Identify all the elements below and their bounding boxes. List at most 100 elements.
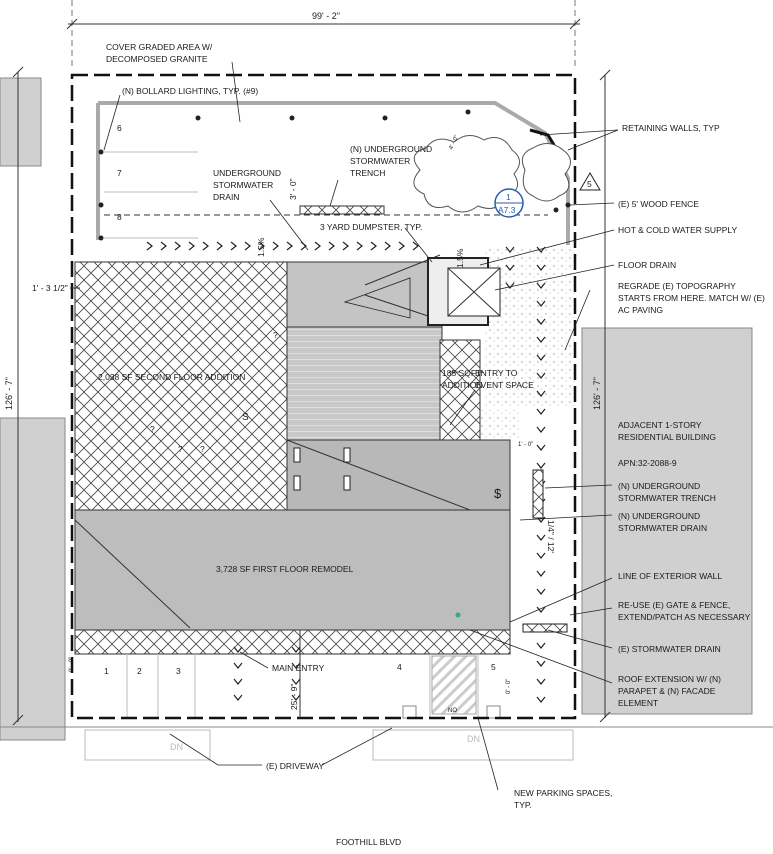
q-mark: ?	[273, 330, 278, 340]
leader-lines	[103, 61, 619, 791]
flow-arrow	[188, 241, 195, 251]
label-apn: APN:32-2088-9	[618, 458, 677, 468]
label-street: FOOTHILL BLVD	[336, 837, 401, 847]
flow-arrow	[233, 662, 243, 669]
dim-small-2: 0' - 0"	[506, 679, 512, 694]
roof-ridge-1	[74, 519, 191, 629]
rear-stall-number: 8	[117, 212, 122, 222]
flow-arrow	[536, 426, 546, 433]
label-entry-event: EVENT SPACE	[475, 380, 534, 390]
label-regrade: REGRADE (E) TOPOGRAPHY	[618, 281, 736, 291]
dn-right: DN	[467, 734, 480, 744]
flow-arrow	[216, 241, 223, 251]
drainage-arrows	[146, 241, 546, 703]
dim-height-right: 126' - 7"	[592, 377, 602, 410]
dn-left: DN	[170, 742, 183, 752]
label-reuse-gate: EXTEND/PATCH AS NECESSARY	[618, 612, 751, 622]
front-stall-number: 3	[176, 666, 181, 676]
flow-arrow	[536, 372, 546, 379]
flow-arrow	[505, 282, 515, 289]
front-stall-number: 2	[137, 666, 142, 676]
building-mid	[286, 439, 511, 511]
flow-arrow	[536, 588, 546, 595]
flow-arrow	[505, 264, 515, 271]
flow-arrow	[160, 241, 167, 251]
flow-arrow	[244, 241, 251, 251]
skylights	[293, 447, 351, 491]
flow-arrow	[146, 241, 153, 251]
slope-c: 1/4" / 12'	[546, 520, 556, 553]
rear-stall-number: 6	[117, 123, 122, 133]
second-floor-addition	[74, 261, 288, 511]
flow-arrow	[536, 354, 546, 361]
flow-arrow	[505, 246, 515, 253]
driveway-curb-left	[84, 729, 211, 761]
flow-arrow	[536, 642, 546, 649]
label-trench-top: (N) UNDERGROUND	[350, 144, 432, 154]
addition-185	[439, 339, 481, 441]
flow-arrow	[258, 241, 265, 251]
flow-arrow	[536, 444, 546, 451]
label-drain-right: STORMWATER DRAIN	[618, 523, 707, 533]
trench-right	[532, 469, 544, 519]
label-new-parking: TYP.	[514, 800, 532, 810]
label-water-supply: HOT & COLD WATER SUPPLY	[618, 225, 738, 235]
roof-ridge-2	[286, 439, 471, 511]
front-stall-number: 1	[104, 666, 109, 676]
flow-arrow	[233, 694, 243, 701]
front-stall-number: 4	[397, 662, 402, 672]
label-trench-right: STORMWATER TRENCH	[618, 493, 716, 503]
label-retaining-walls: RETAINING WALLS, TYP	[622, 123, 720, 133]
rear-parking: 6 7 8	[104, 123, 198, 239]
rear-stall-number: 7	[117, 168, 122, 178]
label-addition: ADDITION	[442, 380, 483, 390]
label-regrade: STARTS FROM HERE. MATCH W/ (E)	[618, 293, 765, 303]
label-first-floor: 3,728 SF FIRST FLOOR REMODEL	[216, 564, 354, 574]
label-adjacent: ADJACENT 1-STORY	[618, 420, 702, 430]
flow-arrow	[536, 408, 546, 415]
dim-height-left: 126' - 7"	[4, 377, 14, 410]
flow-arrow	[291, 678, 301, 685]
dollar-mark: $	[494, 486, 502, 501]
label-new-parking: NEW PARKING SPACES,	[514, 788, 612, 798]
no-parking-text: NO	[448, 708, 457, 714]
q-mark: ?	[178, 444, 183, 454]
dim-small-1: 0' - 0"	[69, 657, 75, 672]
flow-arrow	[272, 241, 279, 251]
flow-arrow	[412, 241, 419, 251]
label-e-drain: (E) STORMWATER DRAIN	[618, 644, 721, 654]
dim-small-3: 1' - 0"	[518, 442, 533, 448]
label-roof-extension: ROOF EXTENSION W/ (N)	[618, 674, 721, 684]
label-adjacent: RESIDENTIAL BUILDING	[618, 432, 716, 442]
flow-arrow	[291, 662, 301, 669]
flow-arrow	[342, 241, 349, 251]
detail-number: 1	[506, 192, 511, 202]
flow-arrow	[536, 570, 546, 577]
flow-arrow	[202, 241, 209, 251]
driveway-curb-right	[372, 729, 574, 761]
neighbor-lot-left-bottom	[0, 417, 66, 741]
front-parking: 1 2 3 4 5 NO	[104, 654, 501, 719]
label-drain-right: (N) UNDERGROUND	[618, 511, 700, 521]
stormwater-drain-grate	[522, 623, 568, 633]
flow-arrow	[314, 241, 321, 251]
label-exterior-wall: LINE OF EXTERIOR WALL	[618, 571, 722, 581]
flow-arrow	[370, 241, 377, 251]
label-reuse-gate: RE-USE (E) GATE & FENCE,	[618, 600, 730, 610]
flow-arrow	[356, 241, 363, 251]
flow-arrow	[536, 264, 546, 271]
dim-front-setback: 25' - 9"	[289, 684, 299, 710]
flow-arrow	[384, 241, 391, 251]
tag-5: 5	[587, 179, 592, 189]
first-floor-remodel	[74, 509, 511, 631]
label-trench-right: (N) UNDERGROUND	[618, 481, 700, 491]
annotations: COVER GRADED AREA W/ DECOMPOSED GRANITE …	[98, 42, 765, 847]
flow-arrow	[536, 678, 546, 685]
flow-arrow	[174, 241, 181, 251]
dim-rear: 3' - 0"	[288, 178, 298, 200]
label-floor-drain: FLOOR DRAIN	[618, 260, 676, 270]
flow-arrow	[536, 534, 546, 541]
label-bollard: (N) BOLLARD LIGHTING, TYP. (#9)	[122, 86, 258, 96]
slope-a: 1.5%	[256, 237, 266, 257]
